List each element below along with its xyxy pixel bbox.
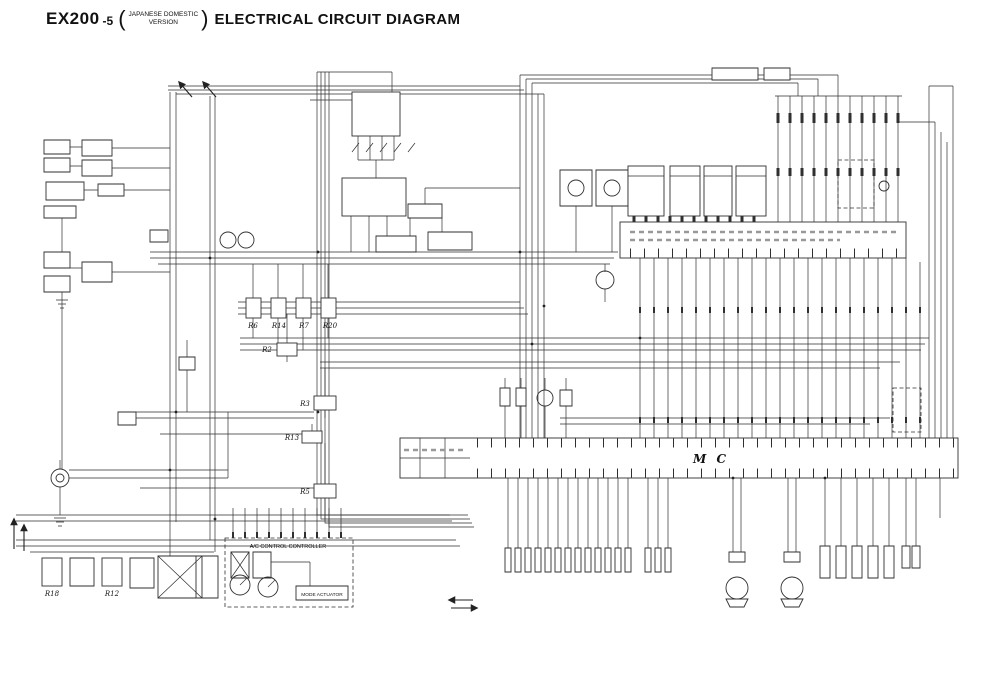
horn-symbol: [50, 468, 70, 488]
bottom-connector-strip: [504, 547, 672, 573]
relay-box-r12: [101, 557, 123, 587]
crossed-box-marks: [157, 551, 250, 599]
wire-mid-component-links: [409, 187, 613, 438]
relay-label-r20: R20: [322, 322, 338, 330]
wire-right-edge-verticals: [898, 85, 954, 438]
relay-box-r5: [313, 483, 337, 499]
connector-round: [536, 389, 554, 407]
mc-label: M C: [692, 452, 729, 466]
pump-base-1: [725, 598, 749, 608]
relay-box-r13: [301, 430, 323, 444]
wire-relay-links: [252, 264, 329, 519]
ac-dial-1: [229, 574, 251, 596]
wire-drops-mc-top: [639, 258, 921, 438]
relay-box-r7: [295, 297, 312, 319]
pressure-sensor-group: [819, 545, 921, 579]
connector-block: [341, 177, 407, 217]
ac-internal-wires: [239, 561, 311, 588]
ac-controller-enclosure: [224, 537, 354, 608]
version-note-line1: JAPANESE DOMESTIC: [128, 11, 199, 19]
version-note: JAPANESE DOMESTIC VERSION: [129, 11, 199, 27]
version-note-line2: VERSION: [148, 19, 178, 26]
ac-controller-label: A/C CONTROL CONTROLLER: [250, 544, 327, 550]
pump-symbol-2: [780, 576, 804, 600]
sender-symbol-2: [237, 231, 255, 249]
pump-base-2: [780, 598, 804, 608]
diagram-title: ELECTRICAL CIRCUIT DIAGRAM: [214, 10, 461, 28]
relay-box-r18: [41, 557, 63, 587]
wire-fusebox-links: [310, 99, 395, 178]
wire-drops-mc-bottom-right: [732, 478, 941, 552]
relay-label-r7: R7: [298, 322, 309, 330]
junction-dots: [168, 250, 827, 521]
horn-symbol-inner: [55, 473, 65, 483]
wire-bundle-long-cross-1: [240, 337, 929, 351]
ac-dial-2: [257, 576, 279, 598]
wire-bundle-long-cross-2: [320, 361, 900, 425]
relay-label-r14: R14: [271, 322, 286, 330]
diode-slash-marks: [351, 142, 416, 153]
model-number: EX200: [46, 9, 100, 28]
wire-bottom-left-buses: [16, 514, 460, 553]
relay-label-r18: R18: [44, 590, 60, 598]
fuse-box: [351, 91, 401, 137]
panel-box-1: [627, 165, 665, 217]
reference-arrow-2: [202, 80, 217, 98]
relay-box-r20: [320, 297, 337, 319]
paren-open: (: [118, 6, 126, 31]
pump-symbol-1: [725, 576, 749, 600]
wire-ac-feeds: [232, 508, 342, 538]
relay-box-r6: [245, 297, 262, 319]
ground-symbols: [54, 299, 176, 567]
relay-label-r6: R6: [247, 322, 258, 330]
wire-bundle-top-right-bus: [520, 74, 839, 96]
gauge-symbol-2: [603, 179, 621, 197]
gauge-symbol-1: [567, 179, 585, 197]
relay-label-r3: R3: [299, 400, 310, 408]
wire-bundle-left-verticals: [169, 92, 229, 558]
relay-box-r14: [270, 297, 287, 319]
page-title: EX200-5 ( JAPANESE DOMESTIC VERSION ) EL…: [46, 8, 460, 30]
relay-label-r2: R2: [261, 346, 272, 354]
mc-controller-box: [399, 437, 959, 479]
relay-label-r5: R5: [299, 488, 310, 496]
monitor-unit-box: [619, 221, 907, 259]
model-suffix: -5: [102, 14, 114, 28]
paren-close: ): [201, 6, 209, 31]
wire-bundle-center-trunk: [519, 75, 545, 438]
wire-ladder-top-right: [775, 95, 902, 222]
panel-box-2: [669, 165, 701, 217]
dashed-enclosure-right-mid: [892, 387, 922, 433]
lamp-symbol: [878, 180, 890, 192]
panel-box-4: [735, 165, 767, 217]
wire-drops-mc-bottom-left: [507, 478, 669, 548]
mode-actuator-label: MODE ACTUATOR: [301, 592, 343, 598]
panel-box-3: [703, 165, 733, 217]
relay-box-r2: [276, 342, 298, 357]
sender-symbol-1: [219, 231, 237, 249]
relay-box-r3: [313, 395, 337, 411]
relay-label-r12: R12: [104, 590, 120, 598]
dashed-enclosure-right-top: [837, 159, 875, 209]
wire-bundle-mid-bus-upper: [150, 251, 618, 265]
wire-left-component-links: [59, 146, 314, 515]
relay-label-r13: R13: [284, 434, 300, 442]
mc-left-grid: [400, 438, 470, 478]
reference-arrow-1: [178, 80, 193, 98]
motor-symbol: [595, 270, 615, 290]
